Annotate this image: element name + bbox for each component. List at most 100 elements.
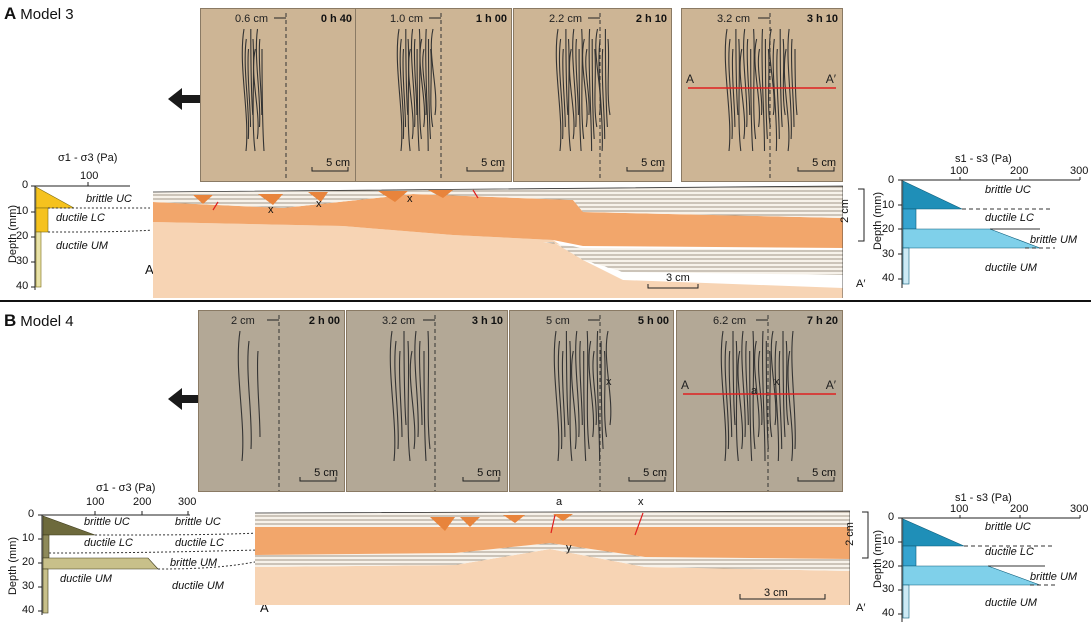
section-a-scale: 3 cm [666, 272, 690, 284]
photo-time: 0 h 40 [320, 13, 352, 25]
panel-b-title: Model 4 [20, 313, 74, 330]
model-photo-2: 3.2 cm 3 h 10 5 cm [346, 310, 508, 492]
depth-tick: 30 [882, 248, 895, 260]
photo-offset: 3.2 cm [717, 13, 751, 25]
panel-divider [0, 300, 1091, 302]
depth-tick: 0 [22, 179, 29, 191]
layer-label: ductile LC [56, 212, 105, 224]
layer-label: ductile UM [172, 580, 224, 592]
arrow-left-icon [168, 388, 204, 410]
photo-scale: 5 cm [477, 467, 501, 479]
thickness-bracket-a [858, 188, 865, 242]
section-a-left-end: A [145, 262, 154, 277]
depth-tick: 30 [882, 583, 895, 595]
depth-tick: 30 [16, 255, 29, 267]
depth-tick: 10 [882, 199, 895, 211]
layer-label: brittle UC [175, 516, 221, 528]
thickness-label-b: 2 cm [843, 522, 856, 546]
model-photo-3: 2.2 cm 2 h 10 5 cm [513, 8, 672, 182]
depth-tick: 10 [16, 205, 29, 217]
panel-a-title: Model 3 [20, 6, 74, 23]
profile-b-axis-title: σ1 - σ3 (Pa) [96, 482, 156, 494]
depth-tick: 0 [888, 174, 895, 186]
photo-scale: 5 cm [812, 467, 836, 479]
layer-label: brittle UC [86, 193, 132, 205]
photo-offset: 0.6 cm [235, 13, 269, 25]
depth-tick: 40 [882, 607, 895, 619]
photo-marker: x [606, 376, 612, 388]
model-photo-2: 1.0 cm 1 h 00 5 cm [355, 8, 512, 182]
section-a-marker-x: x [407, 193, 413, 205]
panel-b-letter: B [4, 311, 17, 330]
strength-profile-b-left [38, 511, 260, 615]
photo-offset: 2.2 cm [549, 13, 583, 25]
photo-time: 7 h 20 [806, 315, 838, 327]
tick: 300 [1070, 503, 1089, 515]
depth-tick: 20 [882, 223, 895, 235]
strength-profile-a-right [898, 177, 1081, 288]
depth-tick: 20 [16, 230, 29, 242]
section-line-end: A′ [825, 378, 836, 392]
layer-label: brittle UC [985, 184, 1031, 196]
section-line-start: A [686, 72, 695, 86]
section-b-scale: 3 cm [764, 587, 788, 599]
photo-time: 3 h 10 [471, 315, 503, 327]
photo-scale: 5 cm [812, 157, 836, 169]
thickness-label-a: 2 cm [838, 199, 851, 223]
section-b-right-end: A′ [856, 602, 866, 614]
section-line-end: A′ [825, 72, 836, 86]
depth-tick: 20 [882, 559, 895, 571]
layer-label: ductile LC [985, 546, 1034, 558]
depth-tick: 40 [22, 604, 35, 616]
photo-scale: 5 cm [641, 157, 665, 169]
photo-scale: 5 cm [643, 467, 667, 479]
photo-offset: 1.0 cm [390, 13, 424, 25]
photo-marker: x [774, 376, 780, 388]
tick: 200 [133, 496, 152, 508]
layer-label: ductile LC [175, 537, 224, 549]
depth-tick: 10 [882, 535, 895, 547]
photo-time: 5 h 00 [637, 315, 669, 327]
layer-label: brittle UC [985, 521, 1031, 533]
arrow-left-icon [168, 88, 204, 110]
photo-scale: 5 cm [481, 157, 505, 169]
layer-label: ductile LC [985, 212, 1034, 224]
layer-label: brittle UM [170, 557, 218, 569]
photo-time: 1 h 00 [475, 13, 507, 25]
depth-tick: 20 [22, 556, 35, 568]
depth-tick: 40 [16, 280, 29, 292]
depth-tick: 10 [22, 532, 35, 544]
layer-label: ductile UM [985, 597, 1037, 609]
tick: 300 [178, 496, 197, 508]
section-a-marker-x: x [268, 204, 274, 216]
tick: 100 [950, 503, 969, 515]
depth-tick: 0 [28, 508, 35, 520]
section-b-marker-x: x [638, 496, 644, 508]
section-b-left-end: A [260, 600, 269, 615]
layer-label: ductile LC [84, 537, 133, 549]
layer-label: ductile UM [56, 240, 108, 252]
tick: 100 [950, 165, 969, 177]
strength-profile-a-left [31, 182, 150, 290]
section-b-marker-y: y [566, 542, 572, 554]
tick: 200 [1010, 165, 1029, 177]
section-b-marker-a: a [556, 496, 563, 508]
photo-time: 3 h 10 [806, 13, 838, 25]
strength-profile-b-right [898, 515, 1081, 622]
layer-label: brittle UC [84, 516, 130, 528]
section-line-start: A [681, 378, 690, 392]
cross-section-a [153, 185, 843, 298]
thickness-bracket-b [862, 511, 869, 559]
section-a-marker-x: x [316, 198, 322, 210]
profile-a-axis-title: σ1 - σ3 (Pa) [58, 152, 118, 164]
photo-offset: 3.2 cm [382, 315, 416, 327]
depth-tick: 40 [882, 272, 895, 284]
cross-section-b [255, 510, 850, 605]
profile-a-tick-100: 100 [80, 170, 99, 182]
layer-label: ductile UM [985, 262, 1037, 274]
photo-marker: a [751, 385, 758, 397]
section-a-right-end: A′ [856, 278, 866, 290]
photo-time: 2 h 10 [635, 13, 667, 25]
